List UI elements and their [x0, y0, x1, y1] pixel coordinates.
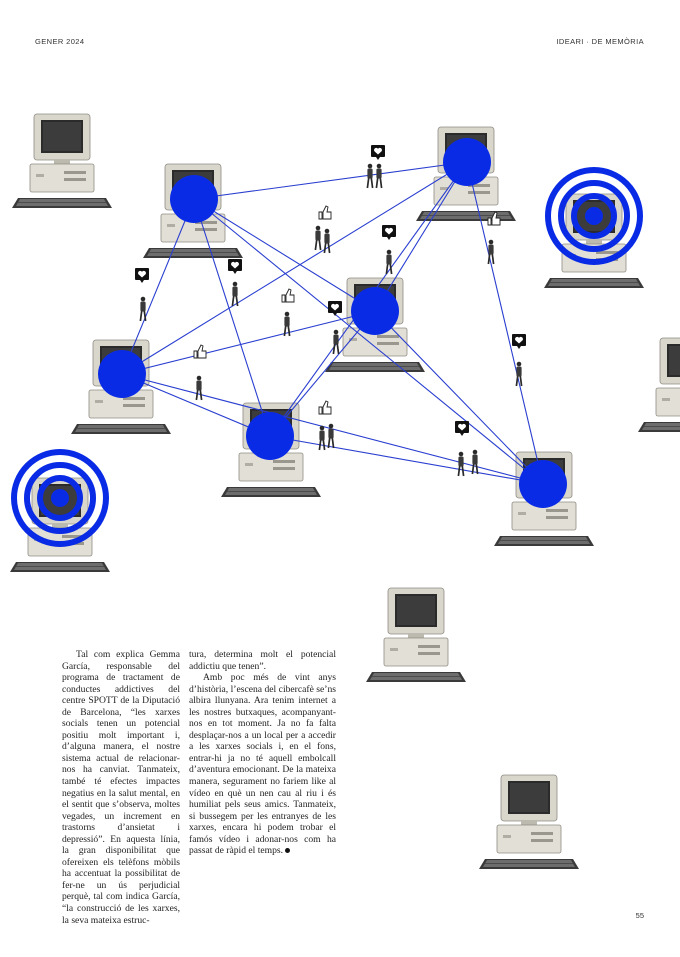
thumbs-up-icon	[318, 205, 332, 220]
person-icon	[318, 424, 326, 451]
article-column-1: Tal com explica Gemma García, responsabl…	[62, 649, 180, 926]
target-rings-icon	[548, 170, 640, 262]
network-node	[443, 138, 491, 186]
network-node	[519, 460, 567, 508]
computer-icon	[478, 774, 580, 870]
computer-icon	[11, 113, 113, 209]
heart-bubble-icon	[371, 145, 385, 160]
target-rings-icon	[14, 452, 106, 544]
article-paragraph-text: Amb poc més de vint anys d’història, l’e…	[189, 672, 336, 857]
heart-bubble-icon	[135, 268, 149, 283]
network-lines	[121, 161, 544, 485]
article-column-2: tura, determina molt el potencial addict…	[189, 649, 336, 857]
heart-bubble-icon	[512, 334, 526, 349]
thumbs-up-icon	[281, 288, 295, 303]
thumbs-up-icon	[193, 344, 207, 359]
network-node	[351, 287, 399, 335]
article-paragraph: Amb poc més de vint anys d’història, l’e…	[189, 672, 336, 857]
end-mark	[285, 848, 291, 854]
person-icon	[375, 162, 383, 189]
heart-bubble-icon	[455, 421, 469, 436]
person-icon	[314, 224, 322, 251]
person-icon	[195, 374, 203, 401]
person-icon	[139, 295, 147, 322]
person-icon	[471, 448, 479, 475]
person-icon	[323, 227, 331, 254]
person-icon	[487, 238, 495, 265]
computer-icon	[637, 337, 680, 433]
heart-bubble-icon	[328, 301, 342, 316]
person-icon	[332, 328, 340, 355]
thumbs-up-icon	[318, 400, 332, 415]
heart-bubble-icon	[382, 225, 396, 240]
page-number: 55	[635, 911, 644, 920]
person-icon	[366, 162, 374, 189]
section-title: IDEARI · DE MEMÒRIA	[556, 37, 644, 46]
heart-bubble-icon	[228, 259, 242, 274]
network-node	[98, 350, 146, 398]
person-icon	[327, 422, 335, 449]
network-node	[246, 412, 294, 460]
article-paragraph: Tal com explica Gemma García, responsabl…	[62, 649, 180, 926]
article-paragraph: tura, determina molt el potencial addict…	[189, 649, 336, 672]
network-node	[170, 175, 218, 223]
computer-icon	[365, 587, 467, 683]
issue-date: GENER 2024	[35, 37, 85, 46]
person-icon	[457, 450, 465, 477]
person-icon	[231, 280, 239, 307]
